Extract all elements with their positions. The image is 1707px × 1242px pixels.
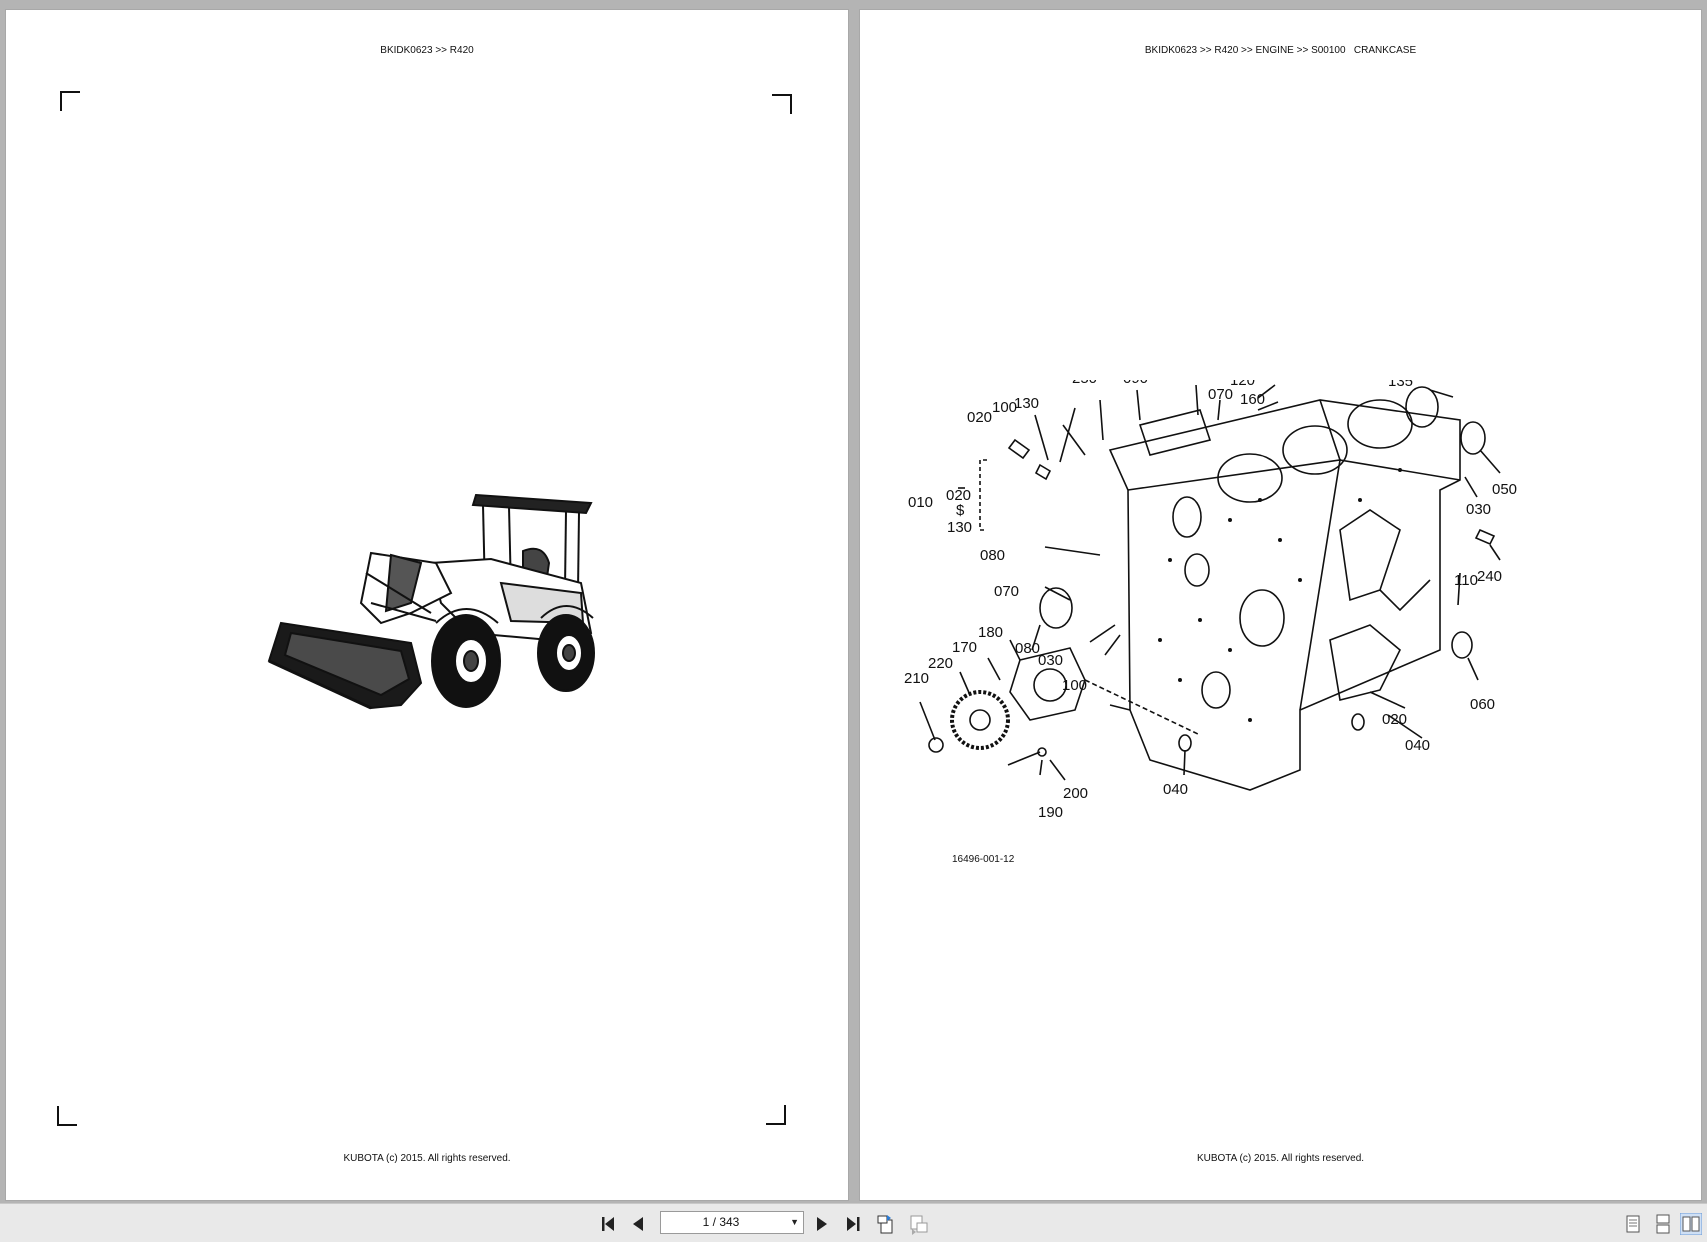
go-back-icon[interactable]	[875, 1213, 897, 1235]
crop-mark	[57, 1106, 77, 1126]
go-forward-icon[interactable]	[908, 1213, 930, 1235]
page-footer: KUBOTA (c) 2015. All rights reserved.	[343, 1153, 511, 1164]
chevron-down-icon[interactable]: ▼	[790, 1217, 799, 1227]
part-callout: 030	[1038, 652, 1063, 669]
part-callout: 170	[952, 639, 977, 656]
part-callout: 020	[967, 409, 992, 426]
two-page-view-icon[interactable]	[1680, 1213, 1702, 1235]
crankcase-exploded-view-illustration: 250 090 090 120 160 070 135 130 100 020 …	[904, 380, 1517, 821]
document-page-right: BKIDK0623 >> R420 >> ENGINE >> S00100 CR…	[860, 10, 1701, 1200]
crop-mark	[772, 94, 792, 114]
part-callout: 160	[1240, 391, 1265, 408]
part-callout-labels: 250 090 090 120 160 070 135 130 100 020 …	[904, 380, 1517, 821]
part-callout: 060	[1470, 696, 1495, 713]
part-callout: 110	[1454, 572, 1478, 589]
document-page-left: BKIDK0623 >> R420	[6, 10, 848, 1200]
part-callout: 040	[1163, 781, 1188, 798]
wheel-loader-illustration	[267, 493, 595, 710]
part-callout: 130	[1014, 395, 1039, 412]
part-callout: $	[956, 502, 965, 519]
page-indicator: 1 / 343	[702, 1215, 740, 1229]
part-callout: 220	[928, 655, 953, 672]
part-callout: 080	[980, 547, 1005, 564]
page-header: BKIDK0623 >> R420	[380, 45, 474, 56]
part-callout: 090	[1123, 380, 1148, 387]
single-page-view-icon[interactable]	[1622, 1213, 1644, 1235]
part-callout: 070	[994, 583, 1019, 600]
crop-mark	[766, 1105, 786, 1125]
part-callout: 100	[1062, 677, 1087, 694]
page-footer: KUBOTA (c) 2015. All rights reserved.	[1196, 1153, 1365, 1164]
part-callout: 250	[1072, 380, 1097, 387]
part-callout: 120	[1230, 380, 1255, 389]
part-callout: 020	[946, 487, 971, 504]
part-callout: 100	[992, 399, 1017, 416]
next-page-icon[interactable]	[810, 1213, 832, 1235]
part-callout: 020	[1382, 711, 1407, 728]
part-callout: 040	[1405, 737, 1430, 754]
crop-mark	[60, 91, 80, 111]
part-callout: 135	[1388, 380, 1413, 390]
part-callout: 240	[1477, 568, 1502, 585]
part-callout: 130	[947, 519, 972, 536]
part-callout: 090	[1178, 380, 1203, 381]
part-callout: 080	[1015, 640, 1040, 657]
previous-page-icon[interactable]	[628, 1213, 650, 1235]
page-number-input[interactable]: 1 / 343 ▼	[660, 1211, 804, 1234]
drawing-number: 16496-001-12	[952, 854, 1015, 865]
continuous-view-icon[interactable]	[1652, 1213, 1674, 1235]
part-callout: 190	[1038, 804, 1063, 821]
viewer-toolbar: 1 / 343 ▼	[0, 1203, 1707, 1242]
last-page-icon[interactable]	[842, 1213, 864, 1235]
part-callout: 030	[1466, 501, 1491, 518]
part-callout: 010	[908, 494, 933, 511]
part-callout: 210	[904, 670, 929, 687]
first-page-icon[interactable]	[598, 1213, 620, 1235]
part-callout: 070	[1208, 386, 1233, 403]
part-callout: 200	[1063, 785, 1088, 802]
part-callout: 050	[1492, 481, 1517, 498]
page-header: BKIDK0623 >> R420 >> ENGINE >> S00100 CR…	[1144, 45, 1417, 56]
part-callout: 180	[978, 624, 1003, 641]
